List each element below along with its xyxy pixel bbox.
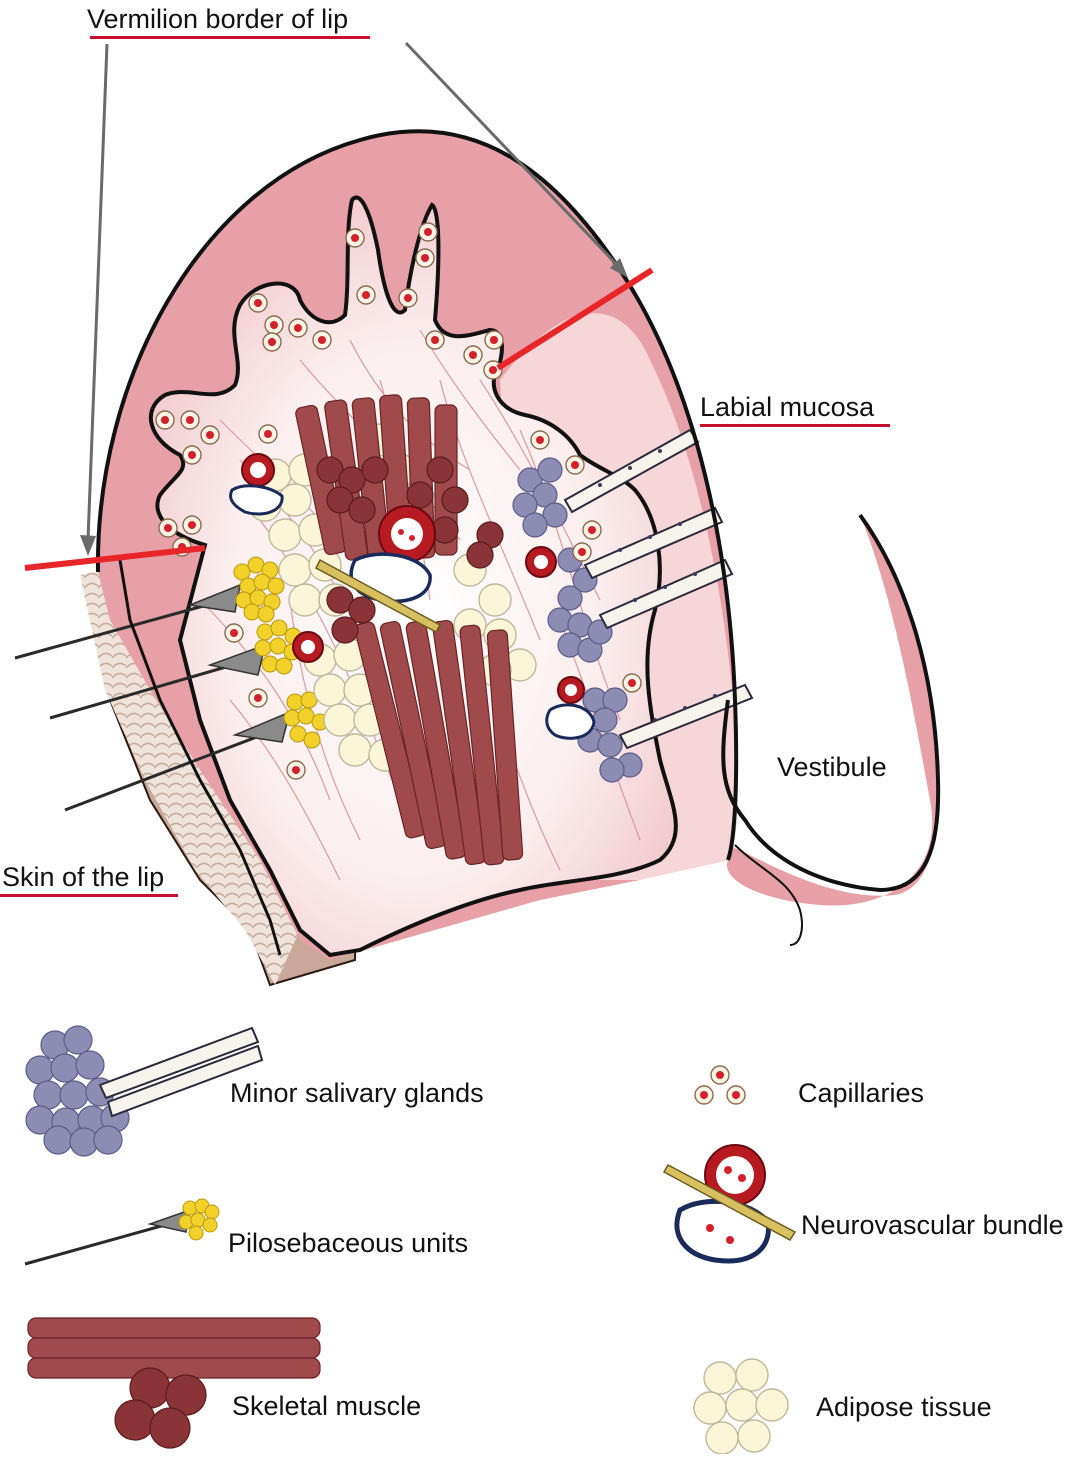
skin-label-underline <box>0 894 178 897</box>
labial-mucosa-underline <box>700 424 890 427</box>
muscle-cross-sections <box>316 456 504 644</box>
skin-dermal-outline <box>118 559 282 956</box>
duct-dots <box>598 449 717 722</box>
lip-outline <box>95 129 739 861</box>
sebaceous-glands <box>233 556 329 749</box>
legend-minor-salivary-glands-label: Minor salivary glands <box>230 1078 484 1108</box>
legend-muscle-icon <box>27 1317 321 1449</box>
salivary-ducts <box>563 428 754 750</box>
hair-shafts <box>14 598 276 812</box>
neurovascular-bundles-diagram <box>229 453 596 740</box>
legend-capillaries-label: Capillaries <box>798 1078 925 1108</box>
legend-neurovascular-bundle-label: Neurovascular bundle <box>801 1210 1064 1240</box>
vermilion-border-marker <box>24 545 206 571</box>
legend-skeletal-muscle-label: Skeletal muscle <box>232 1391 422 1421</box>
legend-pilosebaceous-icon <box>24 1198 220 1266</box>
vestibule-tail <box>734 844 803 946</box>
vermilion-border-label: Vermilion border of lip <box>87 4 349 34</box>
hair-follicle-sheaths <box>187 583 292 743</box>
skin-of-lip-label: Skin of the lip <box>2 862 165 892</box>
legend-adipose-icon <box>693 1358 789 1455</box>
legend-neurovascular-icon <box>662 1144 797 1264</box>
legend-capillaries-icon <box>694 1065 746 1105</box>
vestibule-outline <box>721 513 941 893</box>
mucosa-arrow <box>404 41 628 278</box>
vermilion-arrow <box>80 43 109 556</box>
mucosa-border-marker <box>496 267 654 371</box>
labial-mucosa-label: Labial mucosa <box>700 392 875 422</box>
vestibule-label: Vestibule <box>777 752 887 782</box>
vermilion-label-underline <box>90 36 370 39</box>
legend-pilosebaceous-units-label: Pilosebaceous units <box>228 1228 469 1258</box>
legend-salivary-icon <box>25 1025 264 1157</box>
legend-adipose-tissue-label: Adipose tissue <box>816 1392 992 1422</box>
